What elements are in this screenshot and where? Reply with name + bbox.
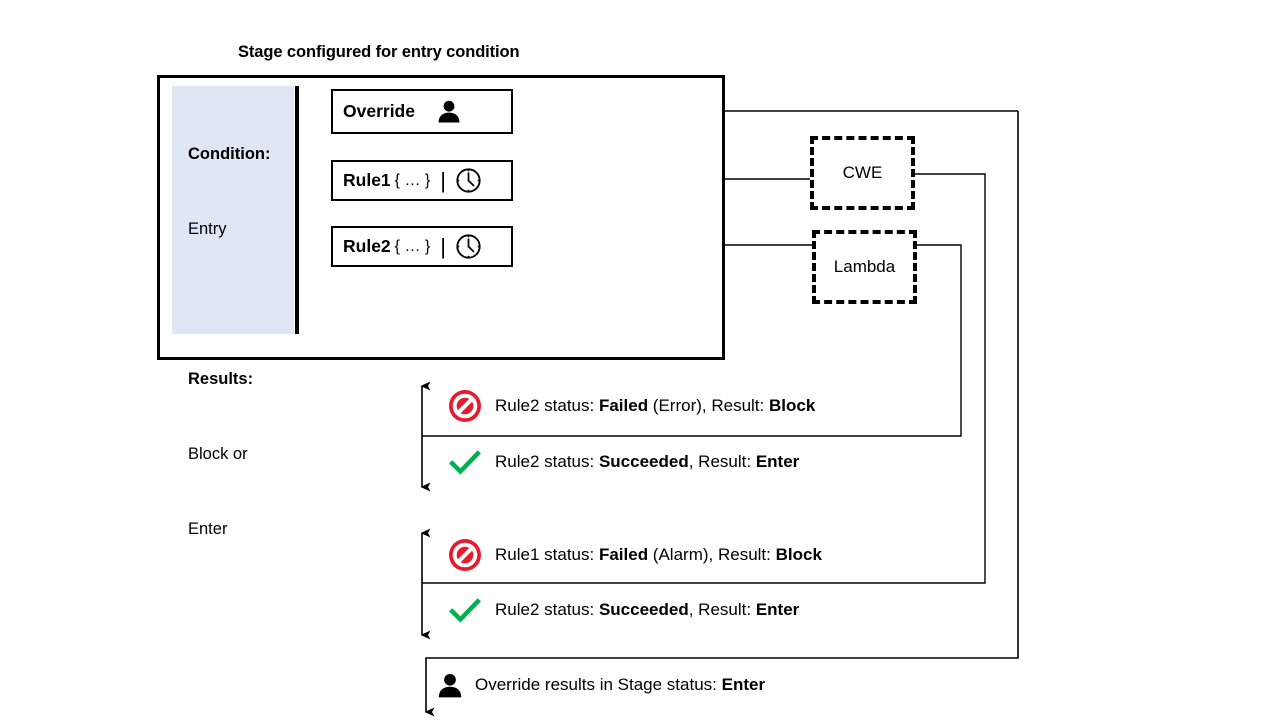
results-value-line2: Enter	[188, 520, 228, 538]
person-icon	[437, 672, 463, 699]
node-override-label: Override	[343, 101, 415, 121]
node-rule2-suffix: { … }	[394, 237, 431, 255]
check-icon	[447, 447, 483, 477]
node-rule2-label: Rule2	[343, 236, 391, 256]
results-label: Results:	[188, 370, 254, 388]
outcome-row-text: Rule1 status: Failed (Alarm), Result: Bl…	[495, 545, 822, 565]
node-rule2[interactable]: Rule2 { … } |	[331, 226, 513, 267]
outcome-row-text: Rule2 status: Succeeded, Result: Enter	[495, 600, 799, 620]
results-value-line1: Block or	[188, 445, 248, 463]
outcome-status: Failed	[598, 545, 649, 564]
outcome-row: Rule1 status: Failed (Alarm), Result: Bl…	[447, 538, 822, 572]
outcome-middle: , Result:	[688, 452, 756, 471]
outcome-prefix: Override results in Stage status:	[475, 675, 722, 694]
node-rule1-label: Rule1	[343, 170, 391, 190]
outcome-prefix: Rule2 status:	[495, 396, 599, 415]
person-icon	[437, 99, 461, 124]
outcome-result: Block	[768, 396, 816, 415]
outcome-result: Enter	[755, 452, 800, 471]
outcome-prefix: Rule1 status:	[495, 545, 599, 564]
node-lambda-label: Lambda	[833, 257, 896, 276]
outcome-status: Succeeded	[598, 600, 689, 619]
outcome-prefix: Rule2 status:	[495, 600, 599, 619]
clock-icon	[455, 167, 482, 194]
check-icon	[447, 595, 483, 625]
outcome-result: Enter	[755, 600, 800, 619]
outcome-row: Rule2 status: Succeeded, Result: Enter	[447, 593, 799, 627]
condition-panel-text: Condition: Entry Results: Block or Enter	[188, 92, 303, 592]
condition-value: Entry	[188, 220, 227, 238]
diagram-title: Stage configured for entry condition	[238, 43, 520, 61]
outcome-middle: (Alarm), Result:	[648, 545, 776, 564]
node-rule1-suffix: { … }	[394, 171, 431, 189]
node-cwe-label: CWE	[842, 163, 883, 182]
node-rule1-separator: |	[440, 167, 446, 193]
outcome-row-text: Override results in Stage status: Enter	[475, 675, 765, 695]
outcome-row-text: Rule2 status: Failed (Error), Result: Bl…	[495, 396, 815, 416]
outcome-status: Succeeded	[598, 452, 689, 471]
condition-label: Condition:	[188, 145, 271, 163]
condition-panel-divider	[295, 86, 299, 334]
node-lambda[interactable]: Lambda	[812, 230, 917, 304]
outcome-middle: , Result:	[688, 600, 756, 619]
node-override[interactable]: Override	[331, 89, 513, 134]
outcome-row: Rule2 status: Succeeded, Result: Enter	[447, 445, 799, 479]
outcome-row: Override results in Stage status: Enter	[437, 668, 765, 702]
outcome-middle: (Error), Result:	[648, 396, 769, 415]
no-entry-icon	[447, 388, 483, 424]
node-rule2-separator: |	[440, 233, 446, 259]
outcome-result: Block	[775, 545, 822, 564]
node-rule1[interactable]: Rule1 { … } |	[331, 160, 513, 201]
outcome-status: Failed	[598, 396, 649, 415]
clock-icon	[455, 233, 482, 260]
outcome-prefix: Rule2 status:	[495, 452, 599, 471]
no-entry-icon	[447, 537, 483, 573]
outcome-row: Rule2 status: Failed (Error), Result: Bl…	[447, 389, 815, 423]
outcome-row-text: Rule2 status: Succeeded, Result: Enter	[495, 452, 799, 472]
node-cwe[interactable]: CWE	[810, 136, 915, 210]
outcome-result: Enter	[721, 675, 766, 694]
condition-panel	[172, 86, 294, 334]
